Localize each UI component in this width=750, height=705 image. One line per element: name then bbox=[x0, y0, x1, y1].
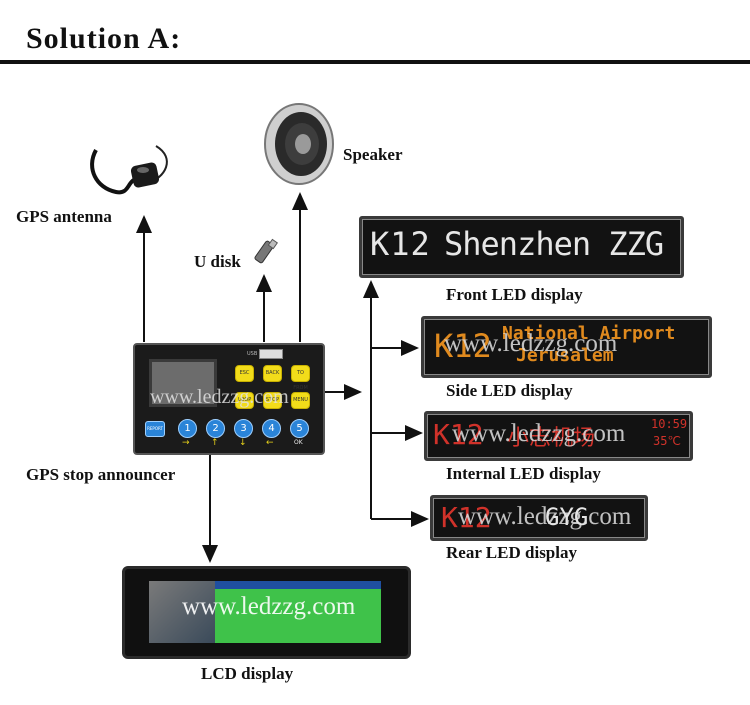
watermark: www.ledzzg.com bbox=[452, 420, 626, 447]
gps-announcer-device: USB ESC BACK TO FROM LOOP STOP MENU REPO… bbox=[133, 343, 325, 455]
front-led-route: K12 bbox=[370, 225, 431, 263]
menu-key[interactable]: MENU bbox=[291, 392, 310, 409]
lcd-label: LCD display bbox=[201, 664, 294, 683]
watermark: www.ledzzg.com bbox=[182, 593, 356, 620]
gps-antenna-label: GPS antenna bbox=[16, 207, 112, 226]
lcd-video-area bbox=[149, 581, 215, 643]
stop-key[interactable]: STOP bbox=[263, 392, 282, 409]
up-arrow-icon: ↑ bbox=[211, 438, 219, 448]
front-led-label: Front LED display bbox=[446, 285, 583, 304]
lcd-route-map bbox=[215, 581, 381, 643]
internal-led-text: 小志机场 bbox=[507, 426, 596, 451]
speaker-icon bbox=[264, 103, 334, 185]
num-key-4[interactable]: 4 bbox=[262, 419, 281, 438]
side-led-panel: K12 National Airport Jerusalem bbox=[421, 316, 712, 378]
page-title: Solution A: bbox=[26, 22, 182, 55]
loop-key[interactable]: LOOP bbox=[235, 392, 254, 409]
to-from-key[interactable]: TO FROM bbox=[291, 365, 310, 391]
internal-led-label: Internal LED display bbox=[446, 464, 601, 483]
internal-led-panel: K12 小志机场 10:59 35℃ bbox=[424, 411, 693, 461]
watermark: www.ledzzg.com bbox=[444, 330, 618, 357]
side-led-line1: National Airport bbox=[502, 323, 676, 344]
left-arrow-icon: ← bbox=[266, 438, 274, 448]
internal-led-temp: 35℃ bbox=[653, 434, 681, 448]
side-led-route: K12 bbox=[434, 327, 492, 365]
rear-led-label: Rear LED display bbox=[446, 543, 577, 562]
num-key-5[interactable]: 5 bbox=[290, 419, 309, 438]
gps-antenna-icon bbox=[90, 145, 168, 195]
title-rule bbox=[0, 60, 750, 64]
down-arrow-icon: ↓ bbox=[239, 438, 247, 448]
side-led-label: Side LED display bbox=[446, 381, 573, 400]
num-key-1[interactable]: 1 bbox=[178, 419, 197, 438]
front-led-text: Shenzhen ZZG bbox=[444, 225, 664, 263]
gps-announcer-label: GPS stop announcer bbox=[26, 465, 176, 484]
right-arrow-icon: → bbox=[182, 438, 190, 448]
usb-label: USB bbox=[247, 351, 258, 357]
watermark: www.ledzzg.com bbox=[150, 386, 289, 408]
u-disk-icon bbox=[254, 238, 278, 264]
num-key-2[interactable]: 2 bbox=[206, 419, 225, 438]
ok-label: OK bbox=[294, 439, 303, 446]
announcer-screen bbox=[149, 359, 217, 407]
rear-led-route: K12 bbox=[441, 501, 492, 534]
num-key-3[interactable]: 3 bbox=[234, 419, 253, 438]
internal-led-route: K12 bbox=[433, 418, 484, 451]
esc-key[interactable]: ESC bbox=[235, 365, 254, 382]
rear-led-panel: K12 GYG bbox=[430, 495, 648, 541]
speaker-label: Speaker bbox=[343, 145, 403, 164]
lcd-header-bar bbox=[215, 581, 381, 589]
side-led-line2: Jerusalem bbox=[516, 345, 614, 366]
internal-led-time: 10:59 bbox=[651, 417, 688, 431]
watermark: www.ledzzg.com bbox=[458, 503, 632, 530]
u-disk-label: U disk bbox=[194, 252, 241, 271]
back-key[interactable]: BACK bbox=[263, 365, 282, 382]
front-led-panel: K12 Shenzhen ZZG bbox=[359, 216, 684, 278]
lcd-panel bbox=[122, 566, 411, 659]
rear-led-text: GYG bbox=[545, 503, 589, 531]
report-key[interactable]: REPORT bbox=[145, 421, 165, 437]
usb-port[interactable] bbox=[259, 349, 283, 359]
